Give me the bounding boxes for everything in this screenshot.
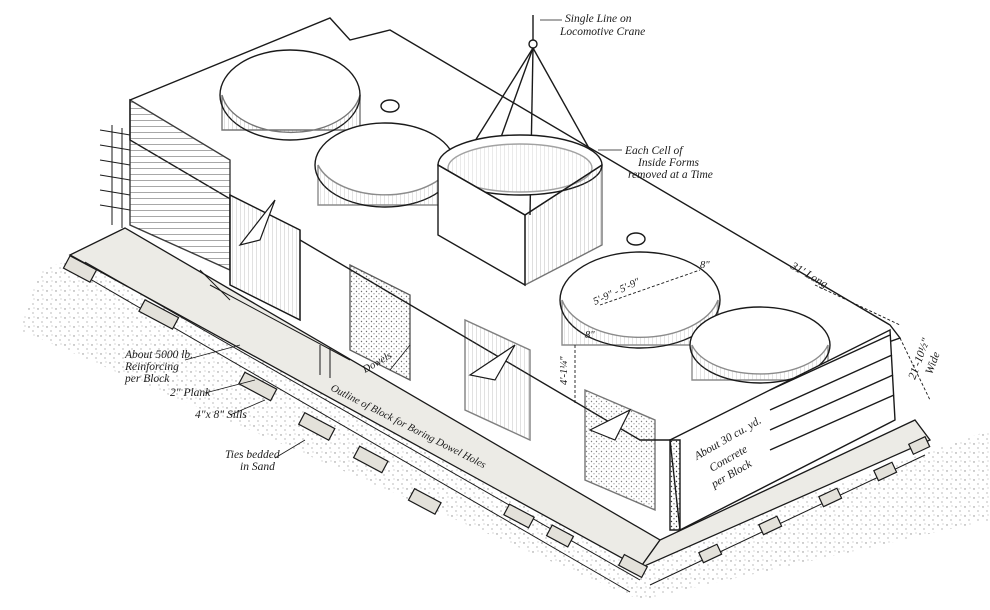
label-cell-line1: Each Cell of [624,145,684,157]
label-reinforcing-line3: per Block [124,373,170,385]
label-crane-line2: Locomotive Crane [559,26,645,38]
label-reinforcing-line1: About 5000 lb. [124,349,193,361]
inside-form-cell [437,15,603,287]
label-cell-line2: Inside Forms [637,157,700,169]
reinforcing-bars [99,125,351,378]
label-dim-8-top: 8" [700,260,710,271]
label-cell-line3: removed at a Time [628,169,713,181]
label-ties-line1: Ties bedded [225,449,280,461]
block-end-wall [669,328,896,532]
label-crane-line1: Single Line on [565,13,632,25]
label-dim-depth: 4'-1¼" [559,356,570,385]
label-dim-8-side: 8" [585,330,595,341]
dimension-lines [574,269,931,405]
label-sills: 4"x 8" Sills [195,409,247,421]
block-left-wall [129,98,656,512]
cell-divider-arrows [238,199,632,441]
label-plank: 2" Plank [170,387,211,399]
sills-ties [62,254,931,579]
label-ties-line2: in Sand [240,461,275,473]
leader-lines [184,19,622,459]
cell-openings [219,49,831,384]
label-reinforcing-line2: Reinforcing [124,361,179,373]
